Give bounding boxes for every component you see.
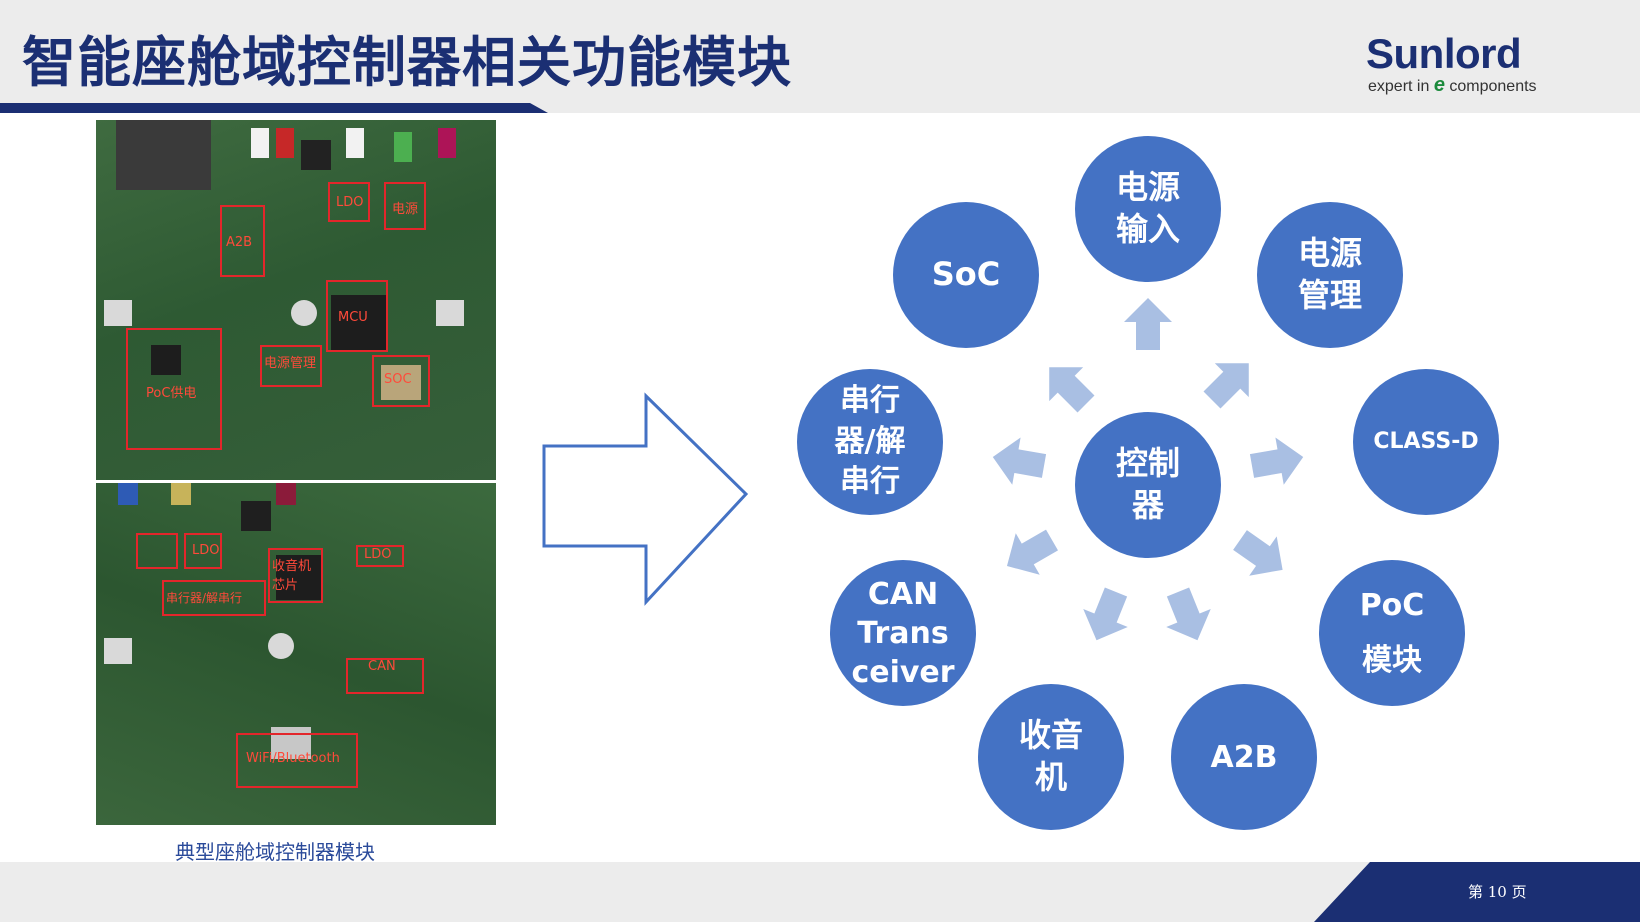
logo-tagline-prefix: expert in bbox=[1368, 78, 1434, 95]
board-box-power bbox=[384, 182, 426, 230]
board-label-wifi: WiFi/Bluetooth bbox=[246, 751, 340, 766]
node-serdes: 串行 器/解 串行 bbox=[797, 369, 943, 515]
connector-black bbox=[301, 140, 331, 170]
node-power-mgmt-label: 电源 管理 bbox=[1297, 234, 1362, 314]
arrow-up-icon bbox=[1124, 298, 1172, 350]
title-underline bbox=[0, 103, 548, 113]
mcu-chip bbox=[331, 295, 386, 350]
board-label-soc: SOC bbox=[384, 372, 412, 387]
logo-tagline-suffix: components bbox=[1444, 78, 1537, 95]
connector-white-2 bbox=[346, 128, 364, 158]
arrow-down-right-2-icon bbox=[1166, 587, 1211, 641]
page-number: 第 10 页 bbox=[1468, 883, 1527, 901]
node-soc-label: SoC bbox=[931, 255, 1001, 294]
node-radio: 收音 机 bbox=[978, 684, 1124, 830]
connector-maroon bbox=[276, 483, 296, 505]
arrow-up-left-icon bbox=[1049, 367, 1095, 413]
connector-blue bbox=[118, 483, 138, 505]
slide-title: 智能座舱域控制器相关功能模块 bbox=[22, 31, 792, 94]
node-can-transceiver: CAN Trans ceiver bbox=[830, 560, 976, 706]
board-label-power-mgmt: 电源管理 bbox=[264, 356, 317, 371]
board-label-serdes: 串行器/解串行 bbox=[166, 591, 243, 605]
big-right-arrow-icon bbox=[542, 392, 749, 606]
board-box-wifi bbox=[236, 733, 358, 788]
board-label-ldo: LDO bbox=[336, 195, 364, 210]
board-box-poc bbox=[126, 328, 222, 450]
board-box-can bbox=[346, 658, 424, 694]
board-label-mcu: MCU bbox=[338, 310, 368, 325]
arrow-right-icon bbox=[1249, 437, 1304, 485]
board-box-a2b bbox=[220, 205, 265, 277]
connector-magenta bbox=[438, 128, 456, 158]
board-label-ldo-3: LDO bbox=[364, 547, 392, 562]
board-label-poc: PoC供电 bbox=[146, 386, 197, 401]
header-band: 智能座舱域控制器相关功能模块 Sunlord expert in e compo… bbox=[0, 0, 1640, 113]
node-soc: SoC bbox=[893, 202, 1039, 348]
soc-chip bbox=[381, 365, 421, 400]
connector-white bbox=[251, 128, 269, 158]
board-label-ldo-2: LDO bbox=[192, 543, 220, 558]
mount-hole bbox=[291, 300, 317, 326]
board-box-ldo-b bbox=[184, 533, 222, 569]
node-class-d-label: CLASS-D bbox=[1373, 428, 1479, 454]
node-poc: PoC 模块 bbox=[1319, 560, 1465, 706]
node-radio-label: 收音 机 bbox=[1018, 716, 1083, 796]
sunlord-logo: Sunlord expert in e components bbox=[1366, 30, 1556, 97]
node-power-input: 电源 输入 bbox=[1075, 136, 1221, 282]
mount-pad-left-2 bbox=[104, 638, 132, 664]
board-box-mcu bbox=[326, 280, 388, 352]
footer-accent bbox=[1314, 862, 1640, 922]
main-connector bbox=[116, 120, 211, 190]
connector-green bbox=[394, 132, 412, 162]
mount-pad-right bbox=[436, 300, 464, 326]
logo-e-icon: e bbox=[1433, 74, 1445, 96]
node-a2b-label: A2B bbox=[1210, 739, 1278, 775]
node-can-transceiver-label: CAN Trans ceiver bbox=[851, 576, 955, 690]
board-box-ldo bbox=[328, 182, 370, 222]
board-box-soc bbox=[372, 355, 430, 407]
wifi-module bbox=[271, 727, 311, 759]
board-label-power: 电源 bbox=[392, 202, 419, 217]
photo-caption: 典型座舱域控制器模块 bbox=[175, 840, 375, 864]
board-box-ldo-3 bbox=[356, 545, 404, 567]
node-poc-label: PoC 模块 bbox=[1359, 587, 1425, 679]
board-photo-bottom: LDO 收音机芯片 串行器/解串行 LDO CAN WiFi/Bluetooth bbox=[96, 483, 496, 825]
arrow-down-right-icon bbox=[1233, 530, 1283, 576]
mount-pad-left bbox=[104, 300, 132, 326]
node-a2b: A2B bbox=[1171, 684, 1317, 830]
node-controller-label: 控制 器 bbox=[1115, 444, 1180, 524]
board-box-power-mgmt bbox=[260, 345, 322, 387]
arrow-down-left-2-icon bbox=[1006, 529, 1058, 575]
board-label-a2b: A2B bbox=[226, 235, 253, 250]
poc-chip bbox=[151, 345, 181, 375]
connector-red bbox=[276, 128, 294, 158]
node-serdes-label: 串行 器/解 串行 bbox=[834, 383, 906, 500]
arrow-up-right-icon bbox=[1203, 363, 1249, 409]
arrow-left-icon bbox=[992, 437, 1047, 485]
node-class-d: CLASS-D bbox=[1353, 369, 1499, 515]
mount-hole-2 bbox=[268, 633, 294, 659]
logo-name: Sunlord bbox=[1366, 30, 1522, 77]
node-power-input-label: 电源 输入 bbox=[1115, 168, 1180, 248]
board-label-radio: 收音机芯片 bbox=[272, 559, 312, 593]
board-box-radio bbox=[268, 548, 323, 603]
connector-dark bbox=[241, 501, 271, 531]
radio-chip bbox=[276, 555, 321, 600]
footer-band bbox=[0, 862, 1640, 922]
logo-tagline: expert in e components bbox=[1368, 74, 1537, 97]
connector-yellow bbox=[171, 483, 191, 505]
node-controller: 控制 器 bbox=[1075, 412, 1221, 558]
node-power-mgmt: 电源 管理 bbox=[1257, 202, 1403, 348]
board-label-can: CAN bbox=[368, 659, 396, 674]
arrow-down-left-icon bbox=[1083, 587, 1128, 641]
board-photo-top: A2B LDO 电源 MCU SOC 电源管理 PoC供电 bbox=[96, 120, 496, 480]
board-box-ldo-2 bbox=[136, 533, 178, 569]
board-box-serdes bbox=[162, 580, 266, 616]
